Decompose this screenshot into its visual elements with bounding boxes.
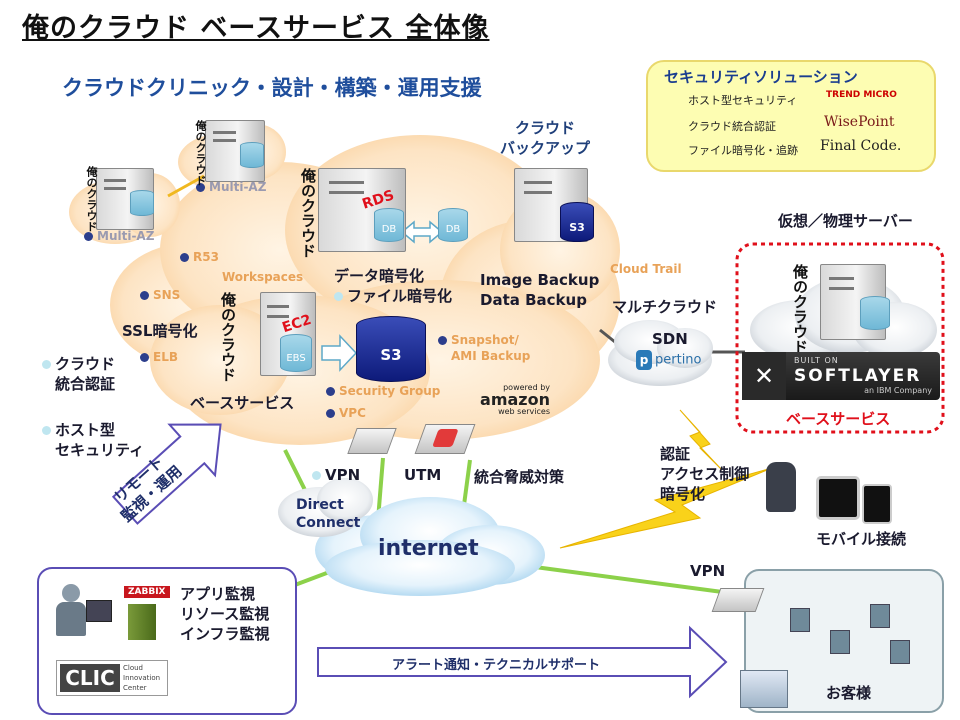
multi-cloud-label: マルチクラウド: [612, 298, 718, 316]
finalcode-logo: Final Code.: [820, 138, 902, 154]
ore-cloud-logo-1: 俺のクラウド: [194, 120, 207, 186]
customer-vpn-router-icon: [711, 588, 765, 612]
security-solutions-box: [646, 60, 936, 172]
clic-logo: CLIC Cloud Innovation Center: [56, 660, 168, 696]
cloud-backup-title: クラウド バックアップ: [500, 119, 591, 157]
ore-cloud-logo-softlayer: 俺のクラウド: [791, 264, 809, 354]
ore-cloud-logo-2: 俺のクラウド: [85, 166, 98, 232]
page-title: 俺のクラウド ベースサービス 全体像: [22, 13, 490, 44]
zabbix-server-icon: [128, 604, 156, 640]
vpc-label: VPC: [326, 406, 366, 420]
host-security-label: ホスト型 セキュリティ: [42, 420, 144, 460]
threat-label: 統合脅威対策: [474, 468, 565, 486]
vpn-customer-label: VPN: [690, 562, 726, 580]
elb-label: ELB: [140, 350, 178, 364]
cloud-auth-label: クラウド 統合認証: [42, 354, 115, 394]
base-service-label-aws: ベースサービス: [190, 394, 295, 412]
internet-cloud-shape: [315, 497, 545, 596]
security-row-file: ファイル暗号化・追跡: [688, 144, 798, 157]
s3-icon-backup: S3: [560, 202, 594, 242]
cloud-trail-label: Cloud Trail: [610, 262, 682, 276]
operator-icon: [52, 580, 114, 650]
customer-label: お客様: [826, 684, 872, 702]
auth-access-labels: 認証 アクセス制御 暗号化: [660, 445, 750, 503]
alert-support-label: アラート通知・テクニカルサポート: [392, 658, 601, 673]
ebs-s3-arrow: [321, 334, 358, 372]
security-row-auth: クラウド統合認証: [688, 120, 776, 133]
image-backup-label: Image Backup Data Backup: [480, 271, 600, 309]
db-icon-rds-1: DB: [374, 208, 404, 242]
encryption-labels: データ暗号化 ファイル暗号化: [334, 266, 452, 306]
utm-label: UTM: [404, 466, 442, 484]
customer-network-icons: [780, 600, 930, 670]
trend-micro-logo: TREND MICRO: [826, 90, 897, 100]
data-encryption-label: データ暗号化: [334, 267, 425, 285]
tablet-icon-1: [816, 476, 860, 520]
direct-connect-cloud-shape: [278, 478, 373, 537]
remote-arrow: [111, 423, 222, 525]
s3-icon-main: S3: [356, 316, 426, 382]
wisepoint-logo: WisePoint: [824, 114, 895, 130]
security-title: セキュリティソリューション: [664, 68, 858, 86]
security-group-label: Security Group: [326, 384, 440, 398]
mobile-user-icon: [766, 462, 796, 512]
page-subtitle: クラウドクリニック・設計・構築・運用支援: [62, 76, 482, 100]
mobile-connection-label: モバイル接続: [816, 530, 907, 548]
sdn-cloud-shape: [608, 320, 713, 386]
multi-az-label-2: Multi-AZ: [196, 180, 266, 194]
db-icon-multi-az-2: [240, 142, 264, 168]
vpn-label: VPN: [312, 466, 360, 484]
tablet-icon-2: [862, 484, 892, 524]
base-service-label-softlayer: ベースサービス: [786, 410, 891, 428]
snapshot-label: Snapshot/ AMI Backup: [438, 332, 530, 364]
ore-cloud-logo-rds: 俺のクラウド: [299, 168, 317, 258]
direct-connect-label: Direct Connect: [296, 497, 361, 531]
lightning-bolt-mobile: [559, 467, 773, 549]
virtual-physical-server-title: 仮想／物理サーバー: [778, 212, 913, 230]
aws-logo: powered by amazon web services: [480, 383, 550, 416]
r53-label: R53: [180, 250, 219, 264]
lightning-bolt-softlayer: [679, 409, 723, 471]
zabbix-logo: ZABBIX: [124, 586, 170, 598]
alert-arrow: [317, 625, 728, 699]
db-icon-softlayer: [860, 296, 890, 330]
monitoring-labels: アプリ監視 リソース監視 インフラ監視: [180, 585, 270, 643]
multi-az-label-1: Multi-AZ: [84, 229, 154, 243]
softlayer-logo-panel: ✕ BUILT ON SOFTLAYER an IBM Company: [742, 352, 940, 400]
db-icon-multi-az-1: [130, 190, 154, 216]
softlayer-dashed-box: [735, 242, 945, 434]
ore-cloud-logo-ec2: 俺のクラウド: [219, 292, 237, 382]
file-encryption-label: ファイル暗号化: [334, 286, 452, 306]
ssl-label: SSL暗号化: [122, 322, 198, 340]
security-row-host: ホスト型セキュリティ: [688, 94, 798, 107]
sns-label: SNS: [140, 288, 180, 302]
ebs-icon: EBS: [280, 334, 312, 372]
customer-building-icon: [740, 670, 788, 708]
db-icon-rds-2: DB: [438, 208, 468, 242]
workspaces-label: Workspaces: [222, 270, 304, 284]
internet-label: internet: [378, 536, 479, 561]
sdn-label: SDN: [652, 330, 688, 348]
